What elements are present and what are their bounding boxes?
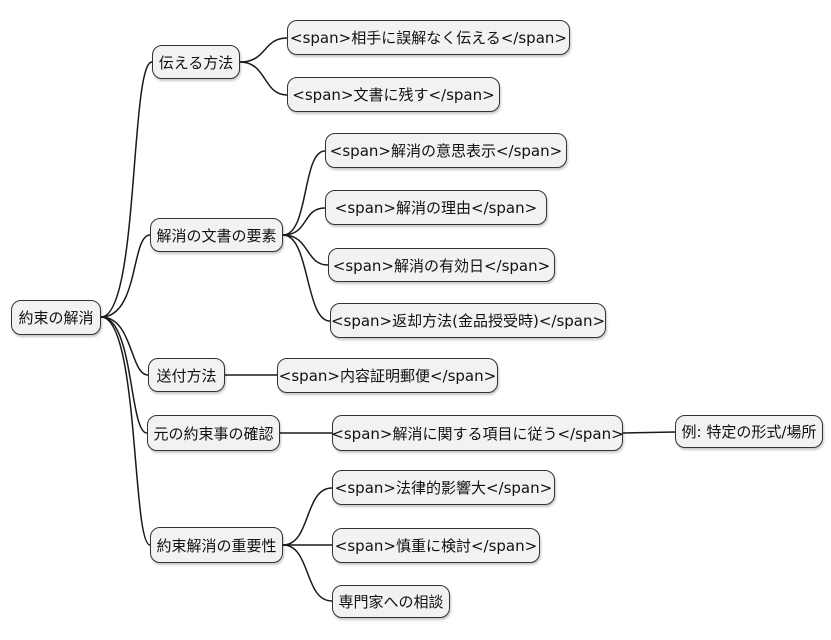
- edge-connector: [100, 61, 153, 318]
- node-root-promise-cancellation: 約束の解消: [11, 300, 101, 335]
- edge-connector: [282, 150, 326, 236]
- node-branch-communication-method: 伝える方法: [152, 45, 240, 79]
- edge-connector: [282, 487, 333, 546]
- node-leaf-example-format-place: 例: 特定の形式/場所: [675, 415, 823, 448]
- node-branch-sending-method: 送付方法: [148, 358, 225, 392]
- node-leaf-careful-consideration: <span>慎重に検討</span>: [332, 528, 540, 563]
- node-leaf-follow-cancellation-terms: <span>解消に関する項目に従う</span>: [331, 415, 624, 451]
- node-branch-original-agreement-check: 元の約束事の確認: [147, 415, 280, 451]
- node-leaf-keep-in-writing: <span>文書に残す</span>: [287, 77, 500, 112]
- edge-connector: [100, 234, 151, 318]
- edge-connector: [100, 316, 148, 434]
- edge-connector: [100, 316, 149, 376]
- node-leaf-legal-impact: <span>法律的影響大</span>: [332, 470, 555, 505]
- edge-connector: [239, 37, 288, 63]
- edge-connector: [282, 234, 331, 322]
- node-leaf-return-method: <span>返却方法(金品授受時)</span>: [330, 303, 606, 338]
- node-leaf-consult-expert: 専門家への相談: [332, 585, 450, 618]
- edge-connector: [282, 207, 326, 236]
- node-leaf-convey-without-misunderstanding: <span>相手に誤解なく伝える</span>: [287, 20, 570, 55]
- edge-connector: [622, 431, 676, 434]
- edge-connector: [282, 544, 333, 602]
- node-branch-document-elements: 解消の文書の要素: [150, 218, 283, 252]
- node-leaf-intent-declaration: <span>解消の意思表示</span>: [325, 133, 567, 168]
- edge-connector: [100, 316, 151, 546]
- edge-connector: [282, 234, 329, 266]
- node-branch-importance: 約束解消の重要性: [150, 527, 283, 563]
- edge-connector: [239, 61, 288, 96]
- node-leaf-cancellation-reason: <span>解消の理由</span>: [325, 190, 547, 225]
- node-leaf-certified-mail: <span>内容証明郵便</span>: [277, 358, 498, 393]
- node-leaf-effective-date: <span>解消の有効日</span>: [328, 248, 555, 282]
